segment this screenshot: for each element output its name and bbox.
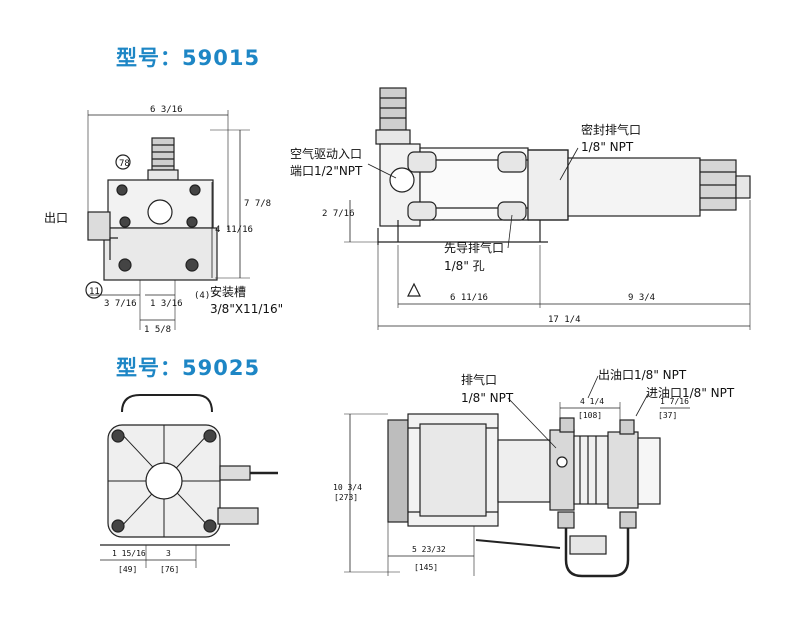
dim-front-height: 7 7/8	[244, 199, 271, 209]
dim-front-inner-height: 4 11/16	[215, 225, 253, 235]
label-mount-slot-2: 3/8"X11/16"	[210, 302, 284, 316]
pump-59015-front-view	[85, 110, 250, 330]
dim2-top-b-mm: [37]	[658, 411, 677, 420]
callout-78: 78	[119, 159, 130, 169]
dim2-base-a: 1 15/16	[112, 549, 146, 558]
callout-11: 11	[89, 287, 100, 297]
dim2-base-b-mm: [76]	[160, 565, 179, 574]
dim2-width-mm: [145]	[414, 563, 438, 572]
label-oil-out: 出油口1/8" NPT	[598, 368, 687, 382]
label-pilot-vent-1: 先导排气口	[444, 241, 505, 255]
dim2-base-b: 3	[166, 549, 171, 558]
label-mount-slot-1: 安装槽	[210, 285, 247, 299]
dim-side-b: 9 3/4	[628, 293, 655, 303]
label-seal-vent-1: 密封排气口	[581, 123, 642, 137]
model-59015-title: 型号：59015	[116, 46, 261, 70]
label-air-drive-inlet-1: 空气驱动入口	[290, 147, 363, 161]
label-exhaust-1: 排气口	[461, 373, 498, 387]
callout-4: (4)	[194, 291, 210, 301]
dim-overall: 17 1/4	[548, 315, 581, 325]
dim-foot-mid: 1 3/16	[150, 299, 183, 309]
dim-foot-span: 1 5/8	[144, 325, 171, 335]
dim2-width: 5 23/32	[412, 545, 446, 554]
dim2-top-a-mm: [108]	[578, 411, 602, 420]
label-seal-vent-2: 1/8" NPT	[581, 140, 634, 154]
dim-side-height: 2 7/16	[322, 209, 355, 219]
label-outlet: 出口	[44, 211, 69, 225]
label-exhaust-2: 1/8" NPT	[461, 391, 514, 405]
dim2-base-a-mm: [49]	[118, 565, 137, 574]
dim2-height-mm: [273]	[334, 493, 358, 502]
dim-front-width: 6 3/16	[150, 105, 183, 115]
dim2-top-b: 1 7/16	[660, 397, 689, 406]
dim2-top-a: 4 1/4	[580, 397, 604, 406]
model-59025-title: 型号：59025	[116, 356, 261, 380]
dim2-height: 10 3/4	[333, 483, 362, 492]
label-oil-in: 进油口1/8" NPT	[646, 386, 735, 400]
pump-59025-side-view	[344, 375, 690, 578]
label-pilot-vent-2: 1/8" 孔	[444, 259, 485, 273]
label-air-drive-inlet-2: 端口1/2"NPT	[290, 164, 363, 178]
dim-foot-left: 3 7/16	[104, 299, 137, 309]
pump-59015-side-view	[344, 87, 751, 330]
dim-side-a: 6 11/16	[450, 293, 488, 303]
pump-59025-front-view	[100, 394, 278, 568]
